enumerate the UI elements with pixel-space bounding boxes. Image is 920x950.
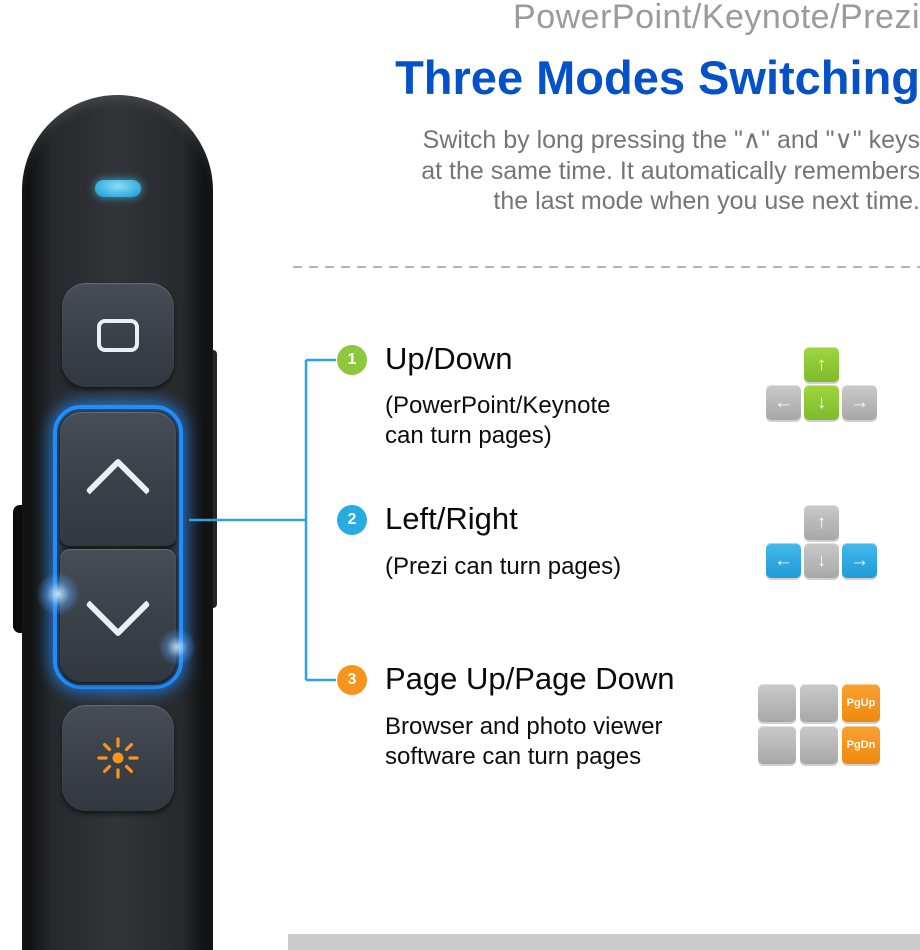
bottom-shadow-strip bbox=[288, 934, 920, 950]
mode-3-title: Page Up/Page Down bbox=[385, 661, 675, 696]
updown-keys-graphic: ↑ ← ↓ → bbox=[766, 347, 877, 420]
slideshow-button bbox=[61, 283, 174, 387]
mode-1-title: Up/Down bbox=[385, 341, 513, 376]
arrow-down-key: ↓ bbox=[804, 385, 839, 420]
arrow-up-key: ↑ bbox=[804, 505, 839, 540]
chevron-down-icon bbox=[84, 571, 151, 637]
mode-2-title: Left/Right bbox=[385, 501, 518, 536]
arrow-left-key: ← bbox=[766, 543, 801, 578]
mode-1-subtitle: (PowerPoint/Keynote can turn pages) bbox=[385, 392, 611, 450]
arrow-up-key: ↑ bbox=[804, 347, 839, 382]
laser-icon bbox=[96, 737, 139, 779]
pgdn-key: PgDn bbox=[842, 726, 880, 764]
blank-key bbox=[800, 684, 838, 722]
arrow-down-key: ↓ bbox=[804, 543, 839, 578]
blank-key bbox=[800, 726, 838, 764]
arrow-left-key: ← bbox=[766, 385, 801, 420]
mode-3-badge: 3 bbox=[337, 665, 367, 695]
arrow-right-key: → bbox=[842, 385, 877, 420]
dashed-divider bbox=[293, 266, 920, 268]
page-title: Three Modes Switching bbox=[395, 51, 920, 104]
highlighted-keys-frame bbox=[52, 405, 183, 689]
mode-2-badge: 2 bbox=[337, 505, 367, 535]
side-edge bbox=[210, 350, 217, 608]
up-key-button bbox=[59, 412, 176, 546]
down-key-button bbox=[59, 549, 176, 682]
leftright-keys-graphic: ↑ ← ↓ → bbox=[766, 505, 877, 578]
mode-3-subtitle: Browser and photo viewer software can tu… bbox=[385, 713, 663, 771]
laser-button bbox=[61, 705, 174, 811]
presenter-remote bbox=[22, 95, 213, 950]
chevron-up-icon bbox=[84, 457, 151, 523]
mode-2-subtitle: (Prezi can turn pages) bbox=[385, 553, 622, 580]
arrow-right-key: → bbox=[842, 543, 877, 578]
screen-icon bbox=[96, 318, 139, 352]
software-kicker: PowerPoint/Keynote/Prezi bbox=[513, 0, 920, 36]
blank-key bbox=[758, 684, 796, 722]
blank-key bbox=[758, 726, 796, 764]
pageupdown-keys-graphic: PgUp PgDn bbox=[758, 684, 880, 764]
mode-1-badge: 1 bbox=[337, 345, 367, 375]
led-indicator bbox=[94, 180, 141, 197]
pgup-key: PgUp bbox=[842, 684, 880, 722]
intro-description: Switch by long pressing the "∧" and "∨" … bbox=[421, 126, 920, 215]
